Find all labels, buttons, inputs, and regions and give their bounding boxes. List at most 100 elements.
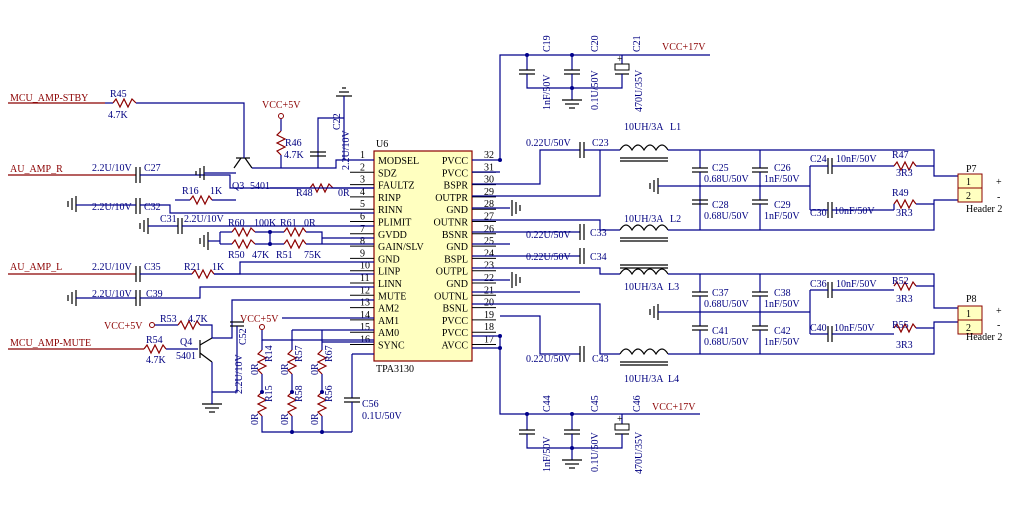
- stby-section: MCU_AMP-STBY R45 4.7K Q3 5401 VCC+5V R46…: [8, 87, 374, 199]
- ic-pin-name: AM0: [378, 328, 399, 339]
- p7-plus: +: [996, 177, 1002, 188]
- ic-pin-number: 24: [484, 248, 494, 259]
- p7-pin2: 2: [966, 191, 971, 202]
- r52-ref: R52: [892, 276, 909, 287]
- ic-pin-number: 13: [360, 298, 370, 309]
- r46-val: 4.7K: [284, 150, 305, 161]
- c45-val: 0.1U/50V: [590, 432, 601, 473]
- c30-val: 10nF/50V: [834, 206, 875, 217]
- ic-pin-name: PVCC: [442, 316, 468, 327]
- ic-pin-name: BSNR: [442, 230, 468, 241]
- c40-val: 10nF/50V: [834, 323, 875, 334]
- ic-pin-number: 6: [360, 212, 365, 223]
- p8-pin1: 1: [966, 309, 971, 320]
- c36-ref: C36: [810, 279, 827, 290]
- ic-pin-name: OUTNR: [434, 218, 469, 229]
- ic-pin-number: 27: [484, 212, 494, 223]
- l1-ref: L1: [670, 122, 681, 133]
- r61-val: 0R: [304, 218, 316, 229]
- c31-ref: C31: [160, 214, 177, 225]
- p8-plus: +: [996, 306, 1002, 317]
- c26-ref: C26: [774, 163, 791, 174]
- c39-ref: C39: [146, 289, 163, 300]
- q3-ref: Q3: [232, 181, 244, 192]
- r52-val: 3R3: [896, 294, 913, 305]
- c36-val: 10nF/50V: [836, 279, 877, 290]
- net-vcc5-a: VCC+5V: [262, 100, 301, 111]
- r47-val: 3R3: [896, 168, 913, 179]
- r55-val: 3R3: [896, 340, 913, 351]
- ic-pin-number: 7: [360, 224, 365, 235]
- c39-val: 2.2U/10V: [92, 289, 133, 300]
- c28-val: 0.68U/50V: [704, 211, 750, 222]
- ic-pin-number: 19: [484, 310, 494, 321]
- header-p8: P8 1 2 + - Header 2: [957, 294, 1002, 343]
- ic-pin-name: LINN: [378, 279, 402, 290]
- net-amp-l: AU_AMP_L: [10, 262, 62, 273]
- ic-pin-number: 20: [484, 298, 494, 309]
- q3-transistor: [233, 150, 253, 169]
- r45-ref: R45: [110, 89, 127, 100]
- c23-ref: C23: [592, 138, 609, 149]
- r58-val: 0R: [280, 413, 291, 425]
- net-vcc5-c: VCC+5V: [240, 314, 279, 325]
- c43-ref: C43: [592, 354, 609, 365]
- r16-ref: R16: [182, 186, 199, 197]
- r14-ref: R14: [264, 345, 275, 362]
- l4-ref: L4: [668, 374, 679, 385]
- r57-val: 0R: [280, 363, 291, 375]
- c32-val: 2.2U/10V: [92, 202, 133, 213]
- p7-pin1: 1: [966, 177, 971, 188]
- c21-ref: C21: [632, 35, 643, 52]
- c22-val: 2.2U/10V: [341, 130, 352, 171]
- ic-pin-name: SYNC: [378, 341, 405, 352]
- r54-ref: R54: [146, 335, 163, 346]
- c42-val: 1nF/50V: [764, 337, 800, 348]
- ic-pin-number: 8: [360, 236, 365, 247]
- c35-val: 2.2U/10V: [92, 262, 133, 273]
- c46-ref: C46: [632, 395, 643, 412]
- c35-ref: C35: [144, 262, 161, 273]
- r60-ref: R60: [228, 218, 245, 229]
- ic-pin-name: FAULTZ: [378, 181, 415, 192]
- ic-pin-number: 2: [360, 162, 365, 173]
- c38-val: 1nF/50V: [764, 299, 800, 310]
- ic-body: [373, 150, 473, 362]
- c28-ref: C28: [712, 200, 729, 211]
- ic-pin-name: BSPR: [444, 181, 469, 192]
- c29-ref: C29: [774, 200, 791, 211]
- q4-val: 5401: [176, 351, 196, 362]
- ic-pin-name: AM1: [378, 316, 399, 327]
- c24-ref: C24: [810, 154, 827, 165]
- ic-pin-number: 9: [360, 248, 365, 259]
- ic-pin-name: SDZ: [378, 168, 397, 179]
- ic-pins: 1MODSEL2SDZ3FAULTZ4RINP5RINN6PLIMIT7GVDD…: [350, 150, 496, 352]
- ic-pin-number: 15: [360, 322, 370, 333]
- c25-val: 0.68U/50V: [704, 174, 750, 185]
- ic-pin-name: RINN: [378, 205, 402, 216]
- c21-val: 470U/35V: [634, 69, 645, 112]
- q4-ref: Q4: [180, 337, 192, 348]
- ic-pin-number: 4: [360, 187, 365, 198]
- r67-ref: R67: [324, 345, 335, 362]
- r67-val: 0R: [310, 363, 321, 375]
- ic-pin-name: BSPL: [444, 254, 468, 265]
- amp-r-section: AU_AMP_R 2.2U/10V C27 R16 1K 2.2U/10V C3…: [8, 163, 374, 261]
- ic-pin-name: GND: [446, 242, 468, 253]
- ic-pin-number: 17: [484, 335, 494, 346]
- ic-pin-name: GAIN/SLV: [378, 242, 425, 253]
- r53-ref: R53: [160, 314, 177, 325]
- c40-ref: C40: [810, 323, 827, 334]
- c33-ref: C33: [590, 228, 607, 239]
- l3-val: 10UH/3A: [624, 282, 664, 293]
- r15-ref: R15: [264, 385, 275, 402]
- c45-ref: C45: [590, 395, 601, 412]
- l2-ref: L2: [670, 214, 681, 225]
- c27-val: 2.2U/10V: [92, 163, 133, 174]
- c22-ref: C22: [332, 113, 343, 130]
- c56-ref: C56: [362, 399, 379, 410]
- c46-val: 470U/35V: [634, 431, 645, 474]
- c20-ref: C20: [590, 35, 601, 52]
- r53-val: 4.7K: [188, 314, 209, 325]
- ic-pin-number: 1: [360, 150, 365, 161]
